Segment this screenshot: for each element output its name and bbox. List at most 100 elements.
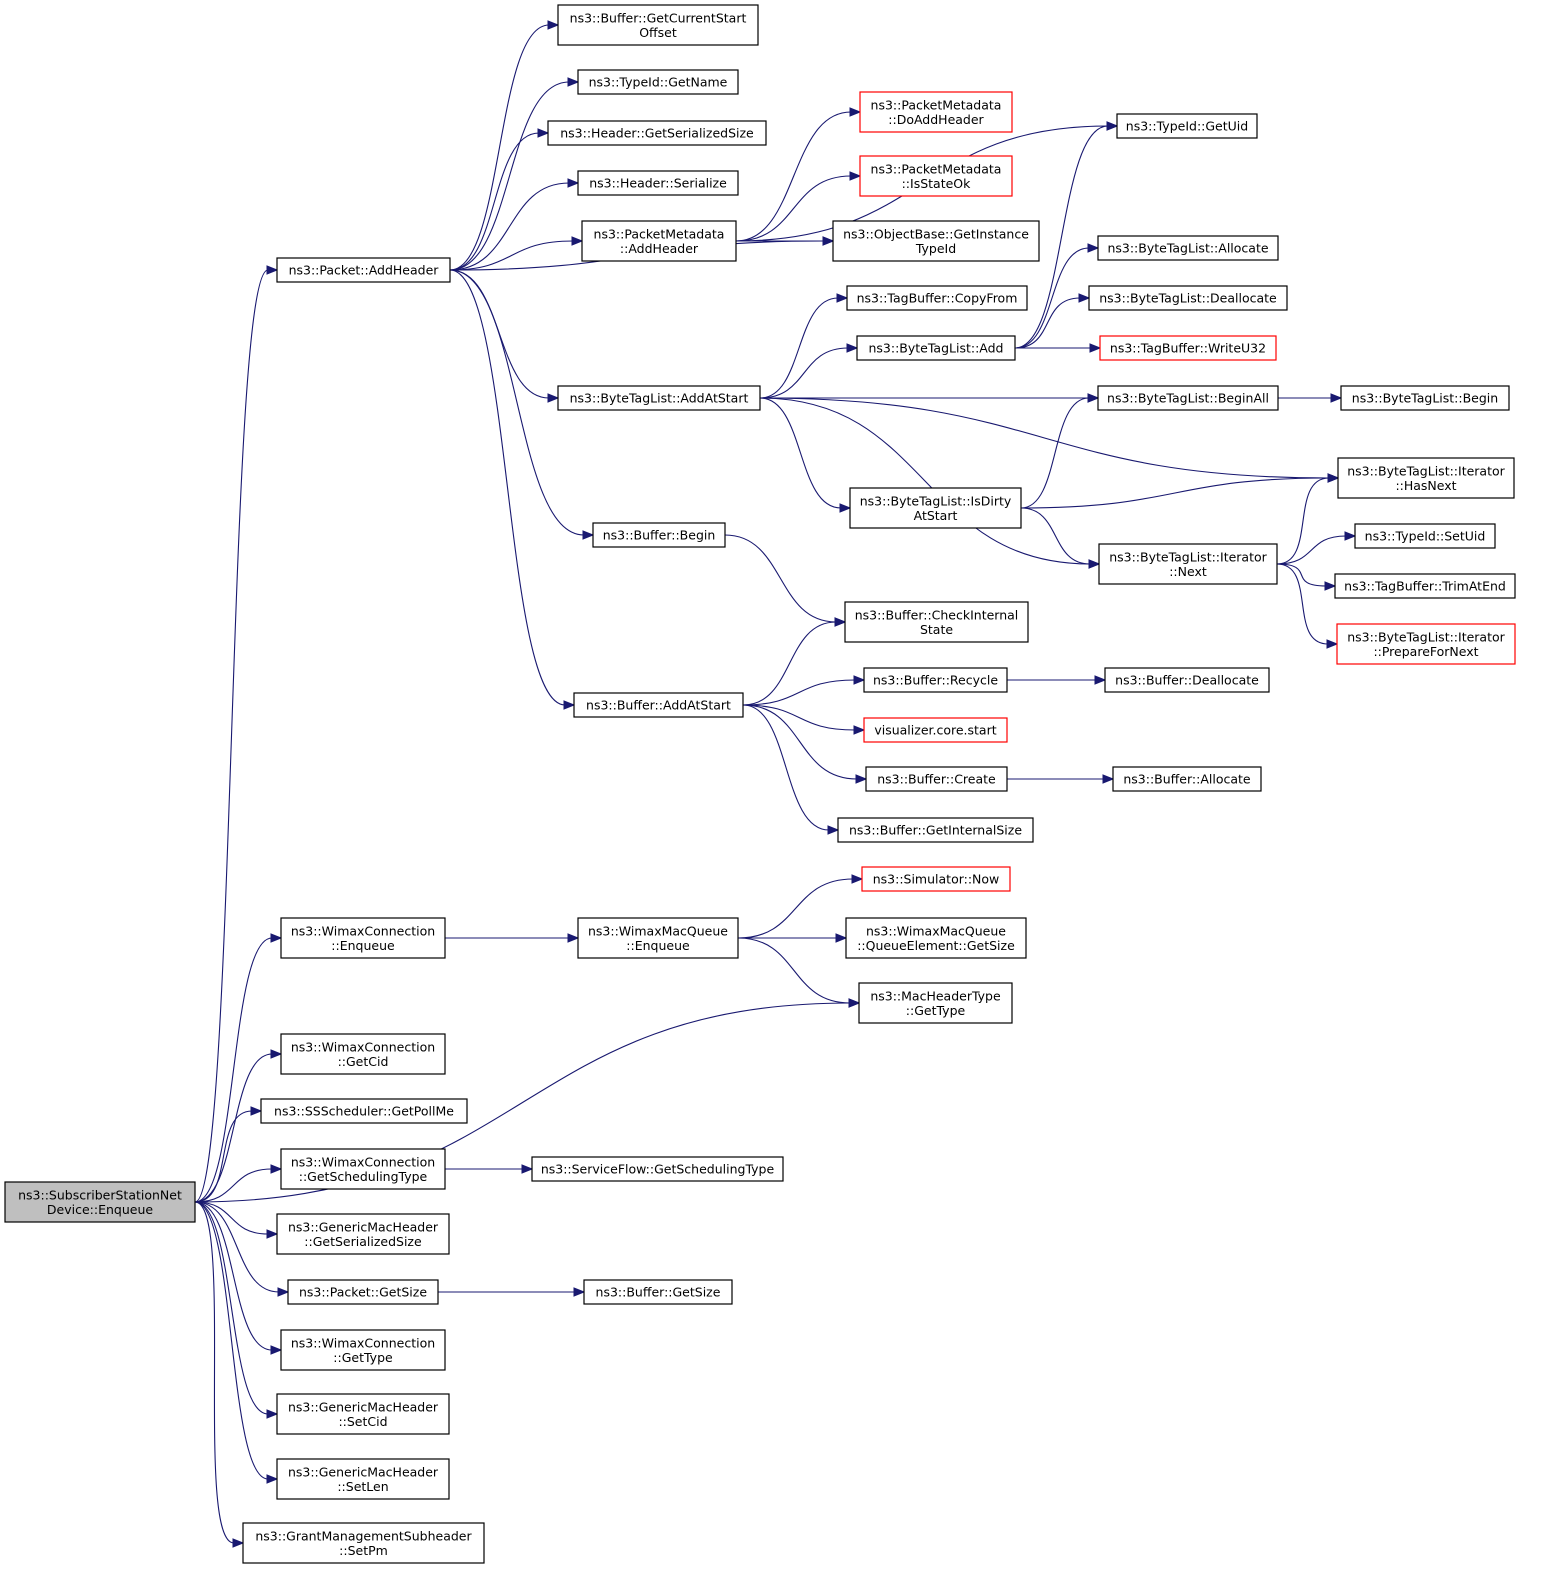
node-sim-now[interactable]: ns3::Simulator::Now	[861, 866, 1011, 892]
node-box	[861, 866, 1011, 892]
edge-btl-add-at-start-to-it-has-next	[759, 397, 1340, 483]
node-it-next[interactable]: ns3::ByteTagList::Iterator::Next	[1098, 543, 1278, 585]
node-btl-begin[interactable]: ns3::ByteTagList::Begin	[1340, 385, 1510, 411]
node-btl-dealloc[interactable]: ns3::ByteTagList::Deallocate	[1088, 285, 1288, 311]
node-gms-set-pm[interactable]: ns3::GrantManagementSubheader::SetPm	[242, 1522, 485, 1564]
node-label: ns3::ServiceFlow::GetSchedulingType	[541, 1162, 775, 1177]
edge-it-next-to-tid-set-uid	[1276, 531, 1357, 565]
edge-arrowhead	[521, 1164, 534, 1174]
node-pm-add-header[interactable]: ns3::PacketMetadata::AddHeader	[581, 220, 737, 262]
node-label: ::Enqueue	[331, 938, 395, 953]
node-gmh-set-len[interactable]: ns3::GenericMacHeader::SetLen	[276, 1458, 450, 1500]
edge-btl-add-at-start-to-it-next	[759, 397, 1101, 569]
node-label: ns3::Buffer::GetSize	[596, 1285, 721, 1300]
node-buf-alloc[interactable]: ns3::Buffer::Allocate	[1112, 766, 1262, 792]
node-it-prepare[interactable]: ns3::ByteTagList::Iterator::PrepareForNe…	[1336, 623, 1516, 665]
node-wc-get-cid[interactable]: ns3::WimaxConnection::GetCid	[280, 1033, 446, 1075]
node-box	[1098, 543, 1278, 585]
node-mht-get-type[interactable]: ns3::MacHeaderType::GetType	[858, 982, 1013, 1024]
node-tid-set-uid[interactable]: ns3::TypeId::SetUid	[1354, 523, 1496, 549]
node-hdr-serialize[interactable]: ns3::Header::Serialize	[577, 170, 739, 196]
node-box	[863, 667, 1008, 693]
node-box	[865, 766, 1008, 792]
node-btl-add[interactable]: ns3::ByteTagList::Add	[856, 335, 1016, 361]
edge-root-to-gmh-set-cid	[194, 1201, 279, 1419]
node-label: ns3::Header::GetSerializedSize	[560, 126, 754, 141]
node-wc-sched-type[interactable]: ns3::WimaxConnection::GetSchedulingType	[280, 1148, 446, 1190]
node-tb-copy-from[interactable]: ns3::TagBuffer::CopyFrom	[846, 285, 1028, 311]
edge-pkt-add-header-to-buf-begin	[449, 269, 595, 540]
nodes-layer: ns3::SubscriberStationNetDevice::Enqueue…	[4, 4, 1516, 1564]
node-btl-begin-all[interactable]: ns3::ByteTagList::BeginAll	[1097, 385, 1279, 411]
node-box	[1099, 335, 1277, 361]
node-it-has-next[interactable]: ns3::ByteTagList::Iterator::HasNext	[1337, 457, 1515, 499]
edge-root-to-wc-get-cid	[194, 1049, 283, 1203]
edge-arrowhead	[846, 343, 859, 353]
edge-line	[1020, 507, 1091, 565]
node-gmh-ser-size[interactable]: ns3::GenericMacHeader::GetSerializedSize	[276, 1213, 450, 1255]
node-label: ns3::ByteTagList::Iterator	[1347, 629, 1505, 644]
node-label: visualizer.core.start	[874, 723, 996, 738]
node-label: ns3::GenericMacHeader	[288, 1399, 439, 1414]
node-wc-get-type[interactable]: ns3::WimaxConnection::GetType	[280, 1329, 446, 1371]
node-buf-recycle[interactable]: ns3::Buffer::Recycle	[863, 667, 1008, 693]
edge-arrowhead	[266, 1229, 279, 1239]
edge-btl-add-at-start-to-btl-is-dirty	[759, 397, 852, 513]
node-wc-enqueue[interactable]: ns3::WimaxConnection::Enqueue	[280, 917, 446, 959]
node-box	[1334, 573, 1516, 599]
node-label: ::AddHeader	[620, 241, 699, 256]
node-wmq-enqueue[interactable]: ns3::WimaxMacQueue::Enqueue	[577, 917, 739, 959]
node-pm-do-add[interactable]: ns3::PacketMetadata::DoAddHeader	[859, 91, 1013, 133]
node-label: ::SetLen	[337, 1479, 388, 1494]
edge-arrowhead	[822, 236, 835, 246]
node-tid-get-uid[interactable]: ns3::TypeId::GetUid	[1116, 113, 1258, 139]
node-wmq-get-size[interactable]: ns3::WimaxMacQueue::QueueElement::GetSiz…	[845, 917, 1027, 959]
node-hdr-ser-size[interactable]: ns3::Header::GetSerializedSize	[547, 120, 767, 146]
node-pkt-get-size[interactable]: ns3::Packet::GetSize	[287, 1279, 439, 1305]
edge-line	[759, 347, 849, 399]
edge-line	[194, 1201, 235, 1544]
node-btl-allocate[interactable]: ns3::ByteTagList::Allocate	[1097, 235, 1279, 261]
node-label: ns3::WimaxConnection	[291, 1039, 435, 1054]
node-ss-poll-me[interactable]: ns3::SSScheduler::GetPollMe	[260, 1098, 468, 1124]
edge-arrowhead	[1106, 121, 1119, 131]
node-box	[858, 982, 1013, 1024]
edge-btl-is-dirty-to-it-has-next	[1020, 473, 1340, 509]
node-buf-create[interactable]: ns3::Buffer::Create	[865, 766, 1008, 792]
edge-arrowhead	[270, 1345, 283, 1355]
node-buf-add-at-start[interactable]: ns3::Buffer::AddAtStart	[573, 692, 744, 718]
edge-line	[1020, 397, 1090, 509]
node-box	[260, 1098, 468, 1124]
node-pkt-add-header[interactable]: ns3::Packet::AddHeader	[276, 257, 451, 283]
node-pm-is-state[interactable]: ns3::PacketMetadata::IsStateOk	[859, 155, 1013, 197]
node-tb-write-u32[interactable]: ns3::TagBuffer::WriteU32	[1099, 335, 1277, 361]
edge-pkt-add-header-to-buf-add-at-start	[449, 269, 576, 710]
node-label: ns3::Packet::AddHeader	[289, 263, 440, 278]
edge-arrowhead	[250, 1106, 263, 1116]
node-box	[1336, 623, 1516, 665]
node-buf-dealloc[interactable]: ns3::Buffer::Deallocate	[1104, 667, 1270, 693]
node-tid-get-name[interactable]: ns3::TypeId::GetName	[577, 69, 739, 95]
node-viz-start[interactable]: visualizer.core.start	[863, 717, 1008, 743]
node-box	[557, 4, 759, 46]
node-btl-add-at-start[interactable]: ns3::ByteTagList::AddAtStart	[557, 385, 761, 411]
node-box	[531, 1156, 784, 1182]
node-gmh-set-cid[interactable]: ns3::GenericMacHeader::SetCid	[276, 1393, 450, 1435]
node-sf-sched-type[interactable]: ns3::ServiceFlow::GetSchedulingType	[531, 1156, 784, 1182]
node-box	[1354, 523, 1496, 549]
node-buf-int-size[interactable]: ns3::Buffer::GetInternalSize	[837, 817, 1034, 843]
node-label: Offset	[639, 25, 677, 40]
edge-it-next-to-it-prepare	[1276, 563, 1339, 649]
edge-arrowhead	[563, 700, 576, 710]
node-box	[1088, 285, 1288, 311]
node-buf-get-size[interactable]: ns3::Buffer::GetSize	[583, 1279, 733, 1305]
node-box	[280, 917, 446, 959]
node-label: ns3::TagBuffer::CopyFrom	[857, 291, 1018, 306]
node-tb-trim[interactable]: ns3::TagBuffer::TrimAtEnd	[1334, 573, 1516, 599]
node-buf-begin[interactable]: ns3::Buffer::Begin	[592, 522, 726, 548]
